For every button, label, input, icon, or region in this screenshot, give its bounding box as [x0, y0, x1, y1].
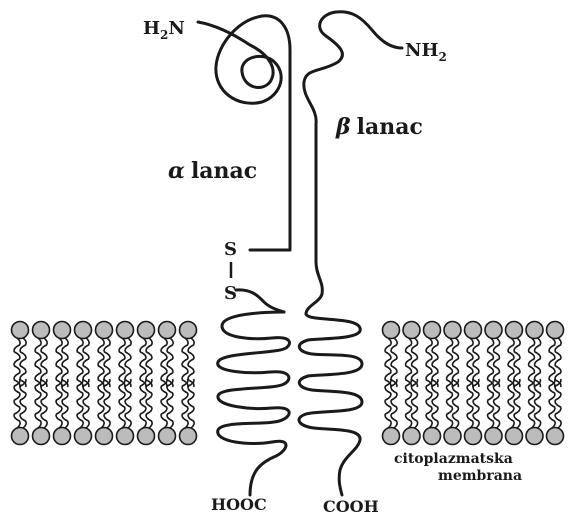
lipid-head [526, 428, 543, 445]
alpha-symbol: α [168, 158, 185, 184]
lipid-head [33, 428, 50, 445]
alpha-chain-loop [216, 16, 290, 250]
lipid-head [12, 428, 29, 445]
lipid-head [54, 428, 71, 445]
lipid-head [465, 428, 482, 445]
h2n-n: N [168, 18, 184, 39]
h2n-subscript: 2 [160, 28, 168, 42]
lipid-head [526, 322, 543, 339]
lipid-bilayer-right [383, 322, 564, 445]
membrane-label-line2: membrana [438, 468, 522, 484]
beta-symbol: β [335, 114, 351, 140]
cooh-terminal-label: COOH [323, 497, 379, 516]
lipid-head [159, 322, 176, 339]
lipid-head [54, 322, 71, 339]
lipid-head [403, 322, 420, 339]
lipid-head [547, 428, 564, 445]
lipid-head [180, 322, 197, 339]
lipid-head [117, 428, 134, 445]
lipid-head [96, 322, 113, 339]
lipid-head [33, 322, 50, 339]
lipid-head [12, 322, 29, 339]
beta-chain [299, 12, 402, 495]
lipid-head [75, 322, 92, 339]
lipid-head [506, 428, 523, 445]
lipid-head [383, 322, 400, 339]
lipid-bilayer-left [12, 322, 197, 445]
lipid-head [485, 322, 502, 339]
lipid-head [75, 428, 92, 445]
lipid-head [138, 428, 155, 445]
beta-chain-transmembrane [299, 314, 362, 495]
lipid-head [465, 322, 482, 339]
nh2-subscript: 2 [438, 50, 446, 64]
hooc-terminal-label: HOOC [211, 495, 267, 514]
sulfur-bottom-label: S [224, 283, 237, 304]
lipid-head [117, 322, 134, 339]
lipid-head [159, 428, 176, 445]
lipid-head [96, 428, 113, 445]
beta-chain-label: βlanac [335, 114, 423, 140]
lipid-head [424, 322, 441, 339]
beta-word: lanac [357, 114, 423, 140]
sulfur-top-label: S [224, 239, 237, 260]
alpha-word: lanac [191, 158, 257, 184]
lipid-head [424, 428, 441, 445]
lipid-head [506, 322, 523, 339]
nh2-terminal-label: NH2 [405, 40, 447, 64]
lipid-head [485, 428, 502, 445]
alpha-chain-transmembrane [218, 312, 290, 495]
beta-chain-n-terminal-loop [304, 12, 402, 314]
lipid-head [444, 322, 461, 339]
lipid-head [138, 322, 155, 339]
lipid-head [403, 428, 420, 445]
alpha-chain-disulfide-link [236, 290, 284, 312]
lipid-head [383, 428, 400, 445]
membrane-label-line1: citoplazmatska [394, 451, 513, 467]
h2n-terminal-label: H2N [143, 18, 185, 42]
lipid-head [444, 428, 461, 445]
lipid-head [180, 428, 197, 445]
alpha-chain [198, 16, 290, 495]
lipid-head [547, 322, 564, 339]
